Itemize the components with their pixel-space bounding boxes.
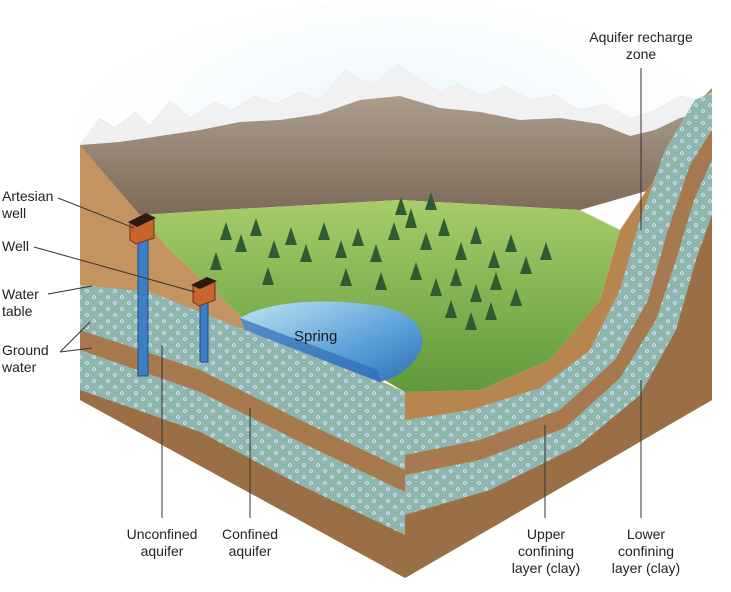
label-unconfined-line1: Unconfined — [126, 526, 198, 542]
upper-confining-clay-front — [80, 330, 405, 492]
label-unconfined-aquifer: Unconfined aquifer — [112, 526, 212, 560]
spring-pond-side — [240, 318, 380, 382]
label-upper-line1: Upper — [526, 526, 566, 542]
valley-grass — [140, 200, 620, 392]
label-ground-water-line1: Ground — [2, 342, 49, 358]
label-spring: Spring — [294, 328, 337, 345]
label-spring-text: Spring — [294, 328, 338, 345]
recharge-aquifer-lower — [405, 160, 712, 515]
label-recharge-line1: Aquifer recharge — [589, 29, 693, 45]
forest — [210, 192, 552, 330]
label-well-text: Well — [2, 238, 29, 254]
lower-confining-clay-front — [80, 390, 405, 578]
recharge-clay-lower — [405, 215, 712, 578]
label-lower-confining-layer: Lower confining layer (clay) — [600, 526, 692, 577]
label-lower-line2: confining — [617, 543, 675, 559]
label-ground-water: Ground water — [2, 342, 49, 376]
unconfined-aquifer-layer — [80, 285, 405, 470]
label-upper-confining-layer: Upper confining layer (clay) — [500, 526, 592, 577]
label-water-table-line2: table — [2, 303, 33, 319]
label-water-table: Water table — [2, 286, 39, 320]
artesian-well-roof — [128, 213, 156, 227]
label-artesian-well-line2: well — [2, 205, 27, 221]
label-lower-line3: layer (clay) — [611, 560, 681, 576]
leader-lines — [33, 68, 642, 518]
label-confined-aquifer: Confined aquifer — [205, 526, 295, 560]
artesian-well-pipe — [137, 237, 149, 377]
recharge-aquifer-upper — [405, 92, 712, 455]
label-lower-line1: Lower — [626, 526, 666, 542]
label-upper-line2: confining — [517, 543, 575, 559]
label-ground-water-line2: water — [2, 359, 37, 375]
label-artesian-well-line1: Artesian — [2, 188, 54, 204]
label-well: Well — [2, 238, 29, 255]
label-recharge-line2: zone — [625, 46, 657, 62]
label-aquifer-recharge-zone: Aquifer recharge zone — [575, 29, 707, 63]
label-water-table-line1: Water — [2, 286, 39, 302]
label-artesian-well: Artesian well — [2, 188, 53, 222]
recharge-clay-middle — [405, 130, 712, 475]
label-upper-line3: layer (clay) — [511, 560, 581, 576]
label-unconfined-line2: aquifer — [140, 543, 184, 559]
well-pipe — [199, 299, 209, 363]
label-confined-line2: aquifer — [228, 543, 272, 559]
label-confined-line1: Confined — [221, 526, 279, 542]
well-roof — [191, 277, 217, 289]
snow-caps — [80, 64, 710, 145]
spring-pond — [240, 301, 423, 382]
confined-aquifer-layer — [80, 350, 405, 535]
